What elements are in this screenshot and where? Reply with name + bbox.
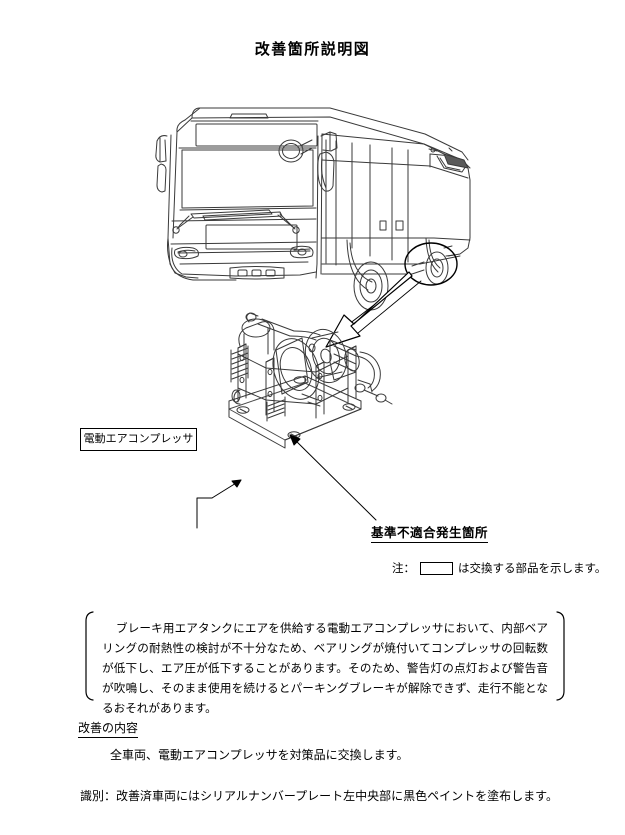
large-pointer-arrow <box>325 271 413 348</box>
description-text: ブレーキ用エアタンクにエアを供給する電動エアコンプレッサにおいて、内部ベアリング… <box>102 622 548 715</box>
description-block: ブレーキ用エアタンクにエアを供給する電動エアコンプレッサにおいて、内部ベアリング… <box>84 610 566 715</box>
compressor-label-leader <box>196 479 242 529</box>
description-bracket <box>85 611 565 701</box>
legend-note: 注： は交換する部品を示します。 <box>392 560 606 576</box>
compressor-illustration <box>228 312 393 449</box>
replacement-part-swatch <box>420 561 453 575</box>
label-electric-air-compressor: 電動エアコンプレッサ <box>80 428 197 451</box>
improvement-heading: 改善の内容 <box>78 719 139 738</box>
figure-svg <box>155 107 471 529</box>
defect-label-leader <box>289 434 377 521</box>
identification-text: 識別：改善済車両にはシリアルナンバープレート左中央部に黒色ペイントを塗布します。 <box>80 789 558 803</box>
page-title: 改善箇所説明図 <box>254 41 371 58</box>
label-nonconformity-location: 基準不適合発生箇所 <box>371 522 489 543</box>
improvement-body: 全車両、電動エアコンプレッサを対策品に交換します。 <box>110 748 409 762</box>
figure-illustration <box>0 88 625 588</box>
note-prefix: 注： <box>392 563 415 575</box>
bus-illustration <box>155 107 471 311</box>
note-suffix: は交換する部品を示します。 <box>458 563 607 575</box>
